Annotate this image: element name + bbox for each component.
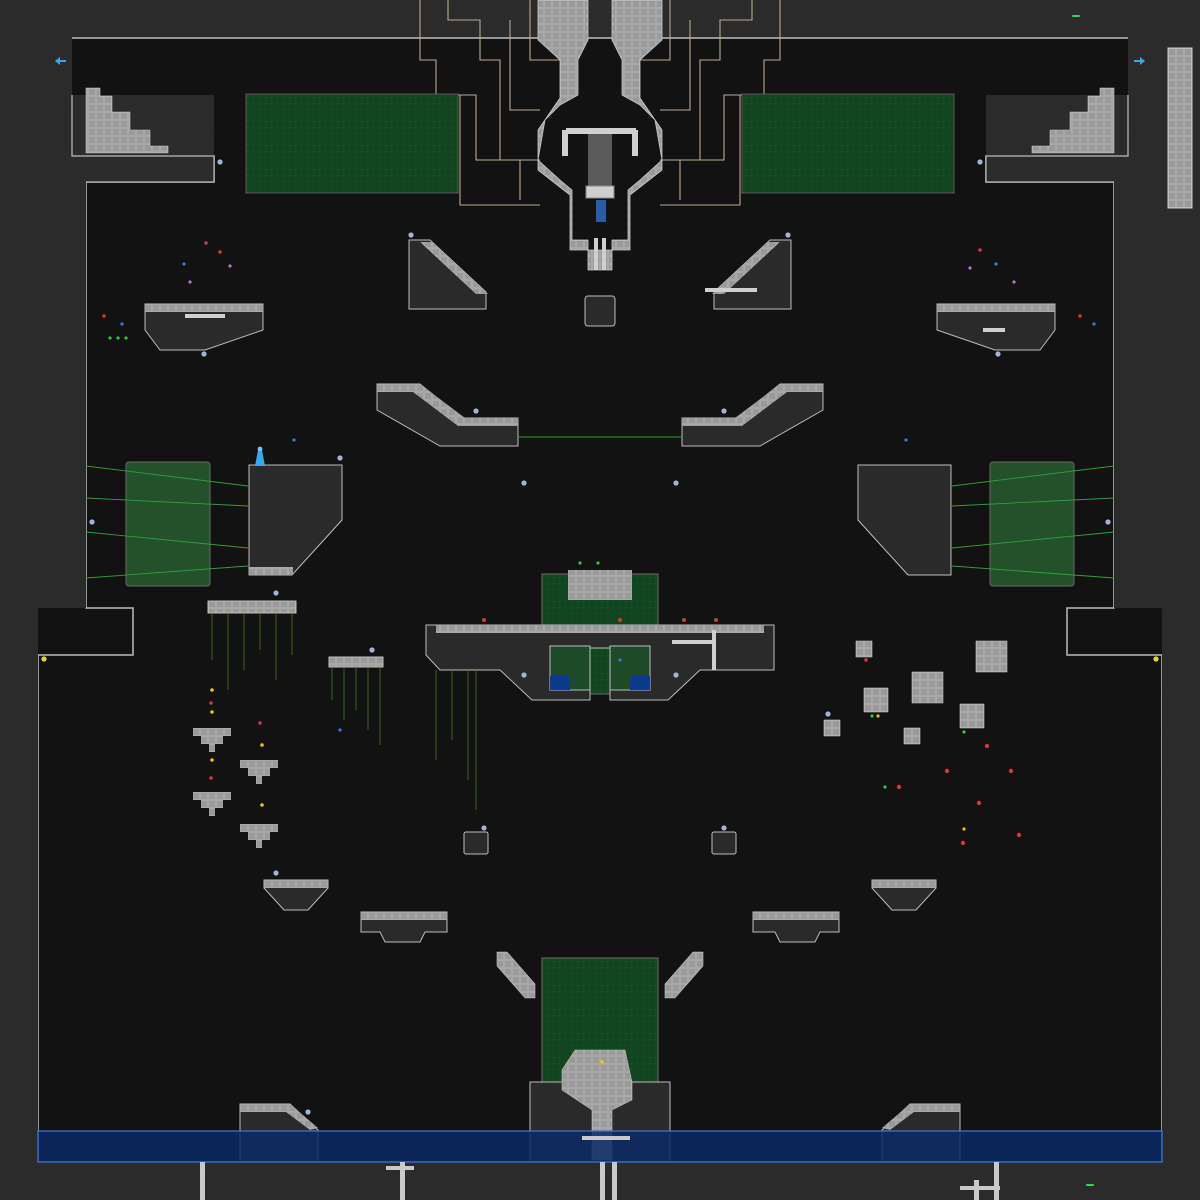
block-mid-right <box>857 464 952 576</box>
water-band <box>37 1130 1163 1163</box>
hanging-platform-mid-left <box>328 656 384 745</box>
central-fortress <box>537 0 663 271</box>
player-figure[interactable] <box>255 446 265 466</box>
wing-left <box>376 383 519 447</box>
platform-lower-left-a <box>263 879 329 911</box>
bucket-lower-right <box>711 831 737 855</box>
arrow-left-icon[interactable] <box>55 57 66 65</box>
central-hub <box>425 570 775 701</box>
platform-lower-left-b <box>360 911 448 943</box>
platform-upper-right <box>936 303 1056 351</box>
hanging-platform-left <box>207 600 297 690</box>
platform-upper-left <box>144 303 264 351</box>
platform-lower-right-b <box>752 911 840 943</box>
left-side-rock <box>0 95 86 608</box>
stairs-top-right <box>1031 87 1115 154</box>
acid-pool-top-right <box>741 93 955 194</box>
diagonal-block-left <box>496 951 536 999</box>
block-cluster-right <box>823 640 1008 745</box>
small-bucket-top <box>584 295 616 327</box>
pyramid-stack-left <box>193 728 278 848</box>
right-lower-rock <box>1162 608 1200 1162</box>
acid-pool-top-left <box>245 93 459 194</box>
node-markers <box>89 159 1111 1115</box>
stairs-top-left <box>85 87 169 154</box>
floor-pipes <box>200 1136 1000 1200</box>
hud-indicator-top <box>1072 15 1080 17</box>
laser-pool-left <box>85 461 249 587</box>
diagonal-block-right <box>664 951 704 999</box>
left-lower-rock <box>0 608 38 1162</box>
hud-indicator-bottom <box>1086 1184 1094 1186</box>
ramp-upper-left <box>408 239 488 310</box>
spawn-markers <box>41 656 1159 662</box>
arrow-right-icon[interactable] <box>1134 57 1145 65</box>
platform-lower-right-a <box>871 879 937 911</box>
laser-pool-right <box>951 461 1115 587</box>
top-left-rock <box>0 0 72 95</box>
pickups <box>102 241 1096 1064</box>
block-mid-left <box>248 464 343 576</box>
ramp-upper-right <box>705 239 792 310</box>
block-column-right <box>1167 47 1193 209</box>
bucket-lower-left <box>463 831 489 855</box>
vines-center-left <box>435 670 477 810</box>
wing-right <box>681 383 824 447</box>
